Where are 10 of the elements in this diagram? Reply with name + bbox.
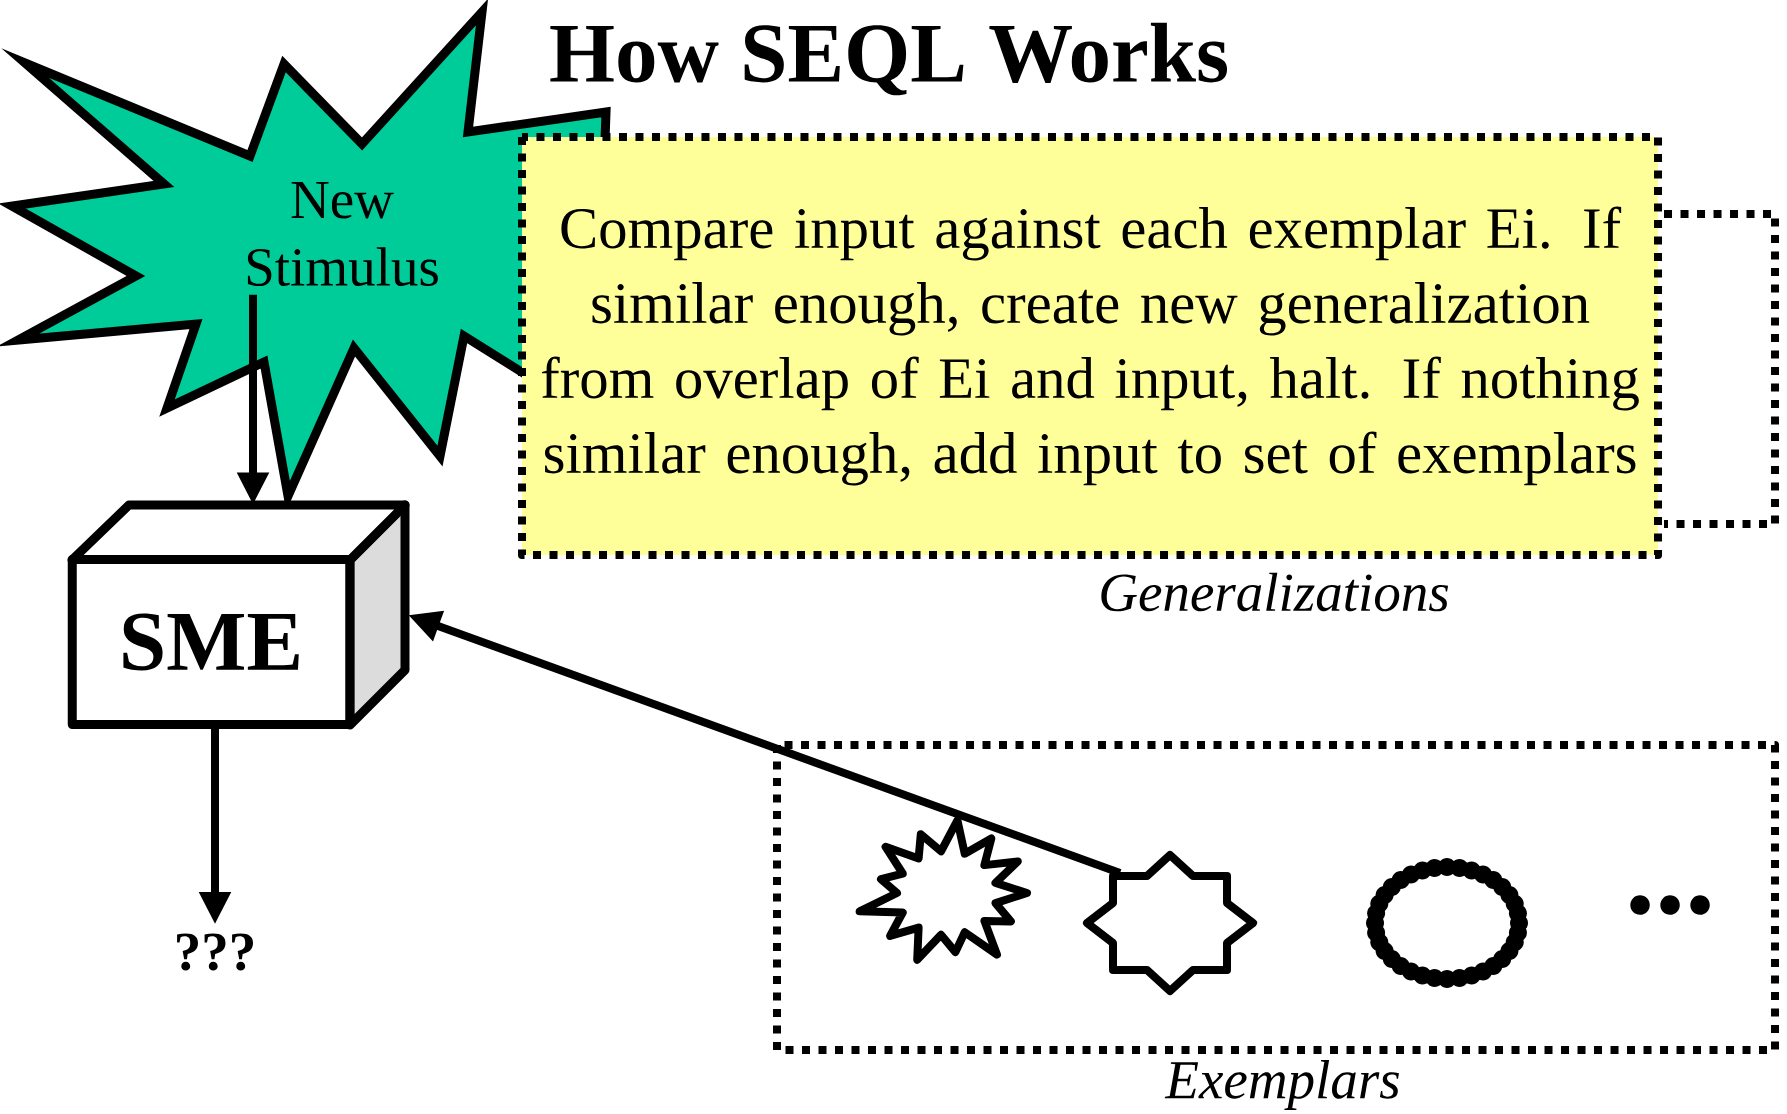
title: How SEQL Works [550,22,1228,96]
output-text: ??? [177,933,253,971]
ellipsis-text: ... [1630,895,1710,915]
ring-shape [1366,858,1528,988]
starburst-shape [855,816,1031,964]
box-label: Exemplars [1164,1060,1399,1110]
cube-box: SME [67,500,410,730]
callout-box: Compare input against each exemplar Ei. If similar enough, create new generalization from overlap of Ei and input, halt. If nothing similar enough, add input to set of exemplars [518,133,1662,559]
star-shape [1083,851,1257,995]
box-label: Generalizations [1101,572,1449,612]
